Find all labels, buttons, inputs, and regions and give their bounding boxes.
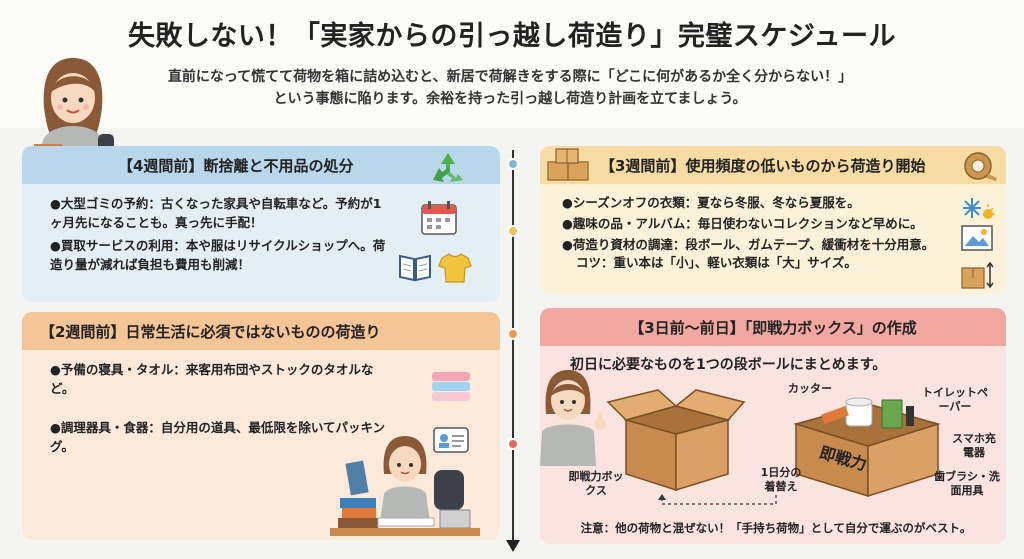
card-3-days-heading: 【3日前〜前日】「即戦力ボックス」の作成 — [540, 308, 1006, 346]
photo-icon — [961, 225, 993, 251]
snow-sun-icon — [963, 198, 995, 219]
calendar-icon — [421, 201, 457, 235]
girl-thumbs-up-illustration — [540, 370, 606, 466]
card-3-weeks-bullet-2: ●趣味の品・アルバム：毎日使わないコレクションなど早めに。 — [562, 216, 923, 231]
card-3-days-lead: 初日に必要なものを1つの段ボールにまとめます。 — [570, 357, 887, 373]
card-3-weeks-bullet-3: ●荷造り資材の調達：段ボール、ガムテープ、緩衝材を十分用意。 — [562, 237, 935, 252]
timeline-dot-4weeks — [507, 158, 519, 170]
label-phone-charger: スマホ充電器 — [952, 432, 996, 459]
card-4-weeks-heading: 【4週間前】断捨離と不用品の処分 — [22, 146, 500, 184]
timeline-arrow-head — [506, 540, 520, 552]
card-3-weeks-heading: 【3週間前】使用頻度の低いものから荷造り開始 — [540, 146, 1006, 184]
label-box-left-text: 即戦力ボックス — [568, 470, 624, 497]
intro-line-2: という事態に陥ります。余裕を持った引っ越し荷造り計画を立てましょう。 — [273, 91, 747, 107]
timeline-axis — [512, 150, 514, 545]
card-2-weeks-bullet-2: ●調理器具・食器：自分用の道具、最低限を除いてパッキング。 — [50, 420, 386, 454]
intro-text: 直前になって慌てて荷物を箱に詰め込むと、新居で荷解きをする際に「どこに何があるか… — [150, 66, 870, 110]
card-4-weeks-bullet-2: ●買取サービスの利用：本や服はリサイクルショップへ。荷造り量が減れば負担も費用も… — [50, 238, 386, 272]
card-2-weeks-bullet-1: ●予備の寝具・タオル：来客用布団やストックのタオルなど。 — [50, 362, 374, 396]
card-4-weeks-bullet-1: ●大型ゴミの予約：古くなった家具や自転車など。予約が1ヶ月先になることも。真っ先… — [50, 196, 382, 230]
label-cutter: カッター — [788, 382, 832, 395]
label-toothbrush: 歯ブラシ・洗面用具 — [934, 470, 1000, 497]
open-box-right — [793, 397, 941, 498]
towel-icon — [432, 372, 470, 401]
studying-girl-illustration — [330, 436, 480, 536]
card-3-days-before: 【3日前〜前日】「即戦力ボックス」の作成 — [540, 308, 1006, 544]
tshirt-icon — [438, 253, 472, 283]
recycle-icon — [433, 153, 463, 182]
card-3-weeks-tip: コツ：重い本は「小」、軽い衣類は「大」サイズ。 — [576, 255, 857, 270]
header-band — [0, 0, 1024, 128]
dashed-return-arrow — [658, 492, 777, 505]
book-icon — [399, 254, 431, 282]
boxes-icon — [547, 148, 589, 181]
intro-line-1: 直前になって慌てて荷物を箱に詰め込むと、新居で荷解きをする際に「どこに何があるか… — [167, 69, 853, 85]
card-3-weeks-before: 【3週間前】使用頻度の低いものから荷造り開始 ●シーズンオフの衣類：夏なら冬服、… — [540, 146, 1006, 294]
label-box-left: 即戦力ボックス — [568, 470, 624, 498]
label-clothes: 1日分の着替え — [760, 466, 802, 493]
timeline-dot-2weeks — [507, 328, 519, 340]
id-card-icon — [433, 427, 469, 453]
tape-icon — [964, 152, 997, 181]
timeline-dot-3weeks — [507, 225, 519, 237]
card-3-weeks-bullet-1: ●シーズンオフの衣類：夏なら冬服、冬なら夏服を。 — [562, 195, 860, 210]
card-2-weeks-heading: 【2週間前】日常生活に必須ではないものの荷造り — [22, 312, 500, 350]
card-3-days-note: 注意：他の荷物と混ぜない！「手持ち荷物」として自分で運ぶのがベスト。 — [580, 521, 972, 535]
open-box-left — [606, 389, 746, 492]
label-toilet-paper: トイレットペーパー — [922, 386, 988, 413]
timeline-dot-3days — [507, 438, 519, 450]
page-title: 失敗しない！「実家からの引っ越し荷造り」完璧スケジュール — [127, 21, 897, 52]
box-arrows-icon — [961, 261, 994, 289]
